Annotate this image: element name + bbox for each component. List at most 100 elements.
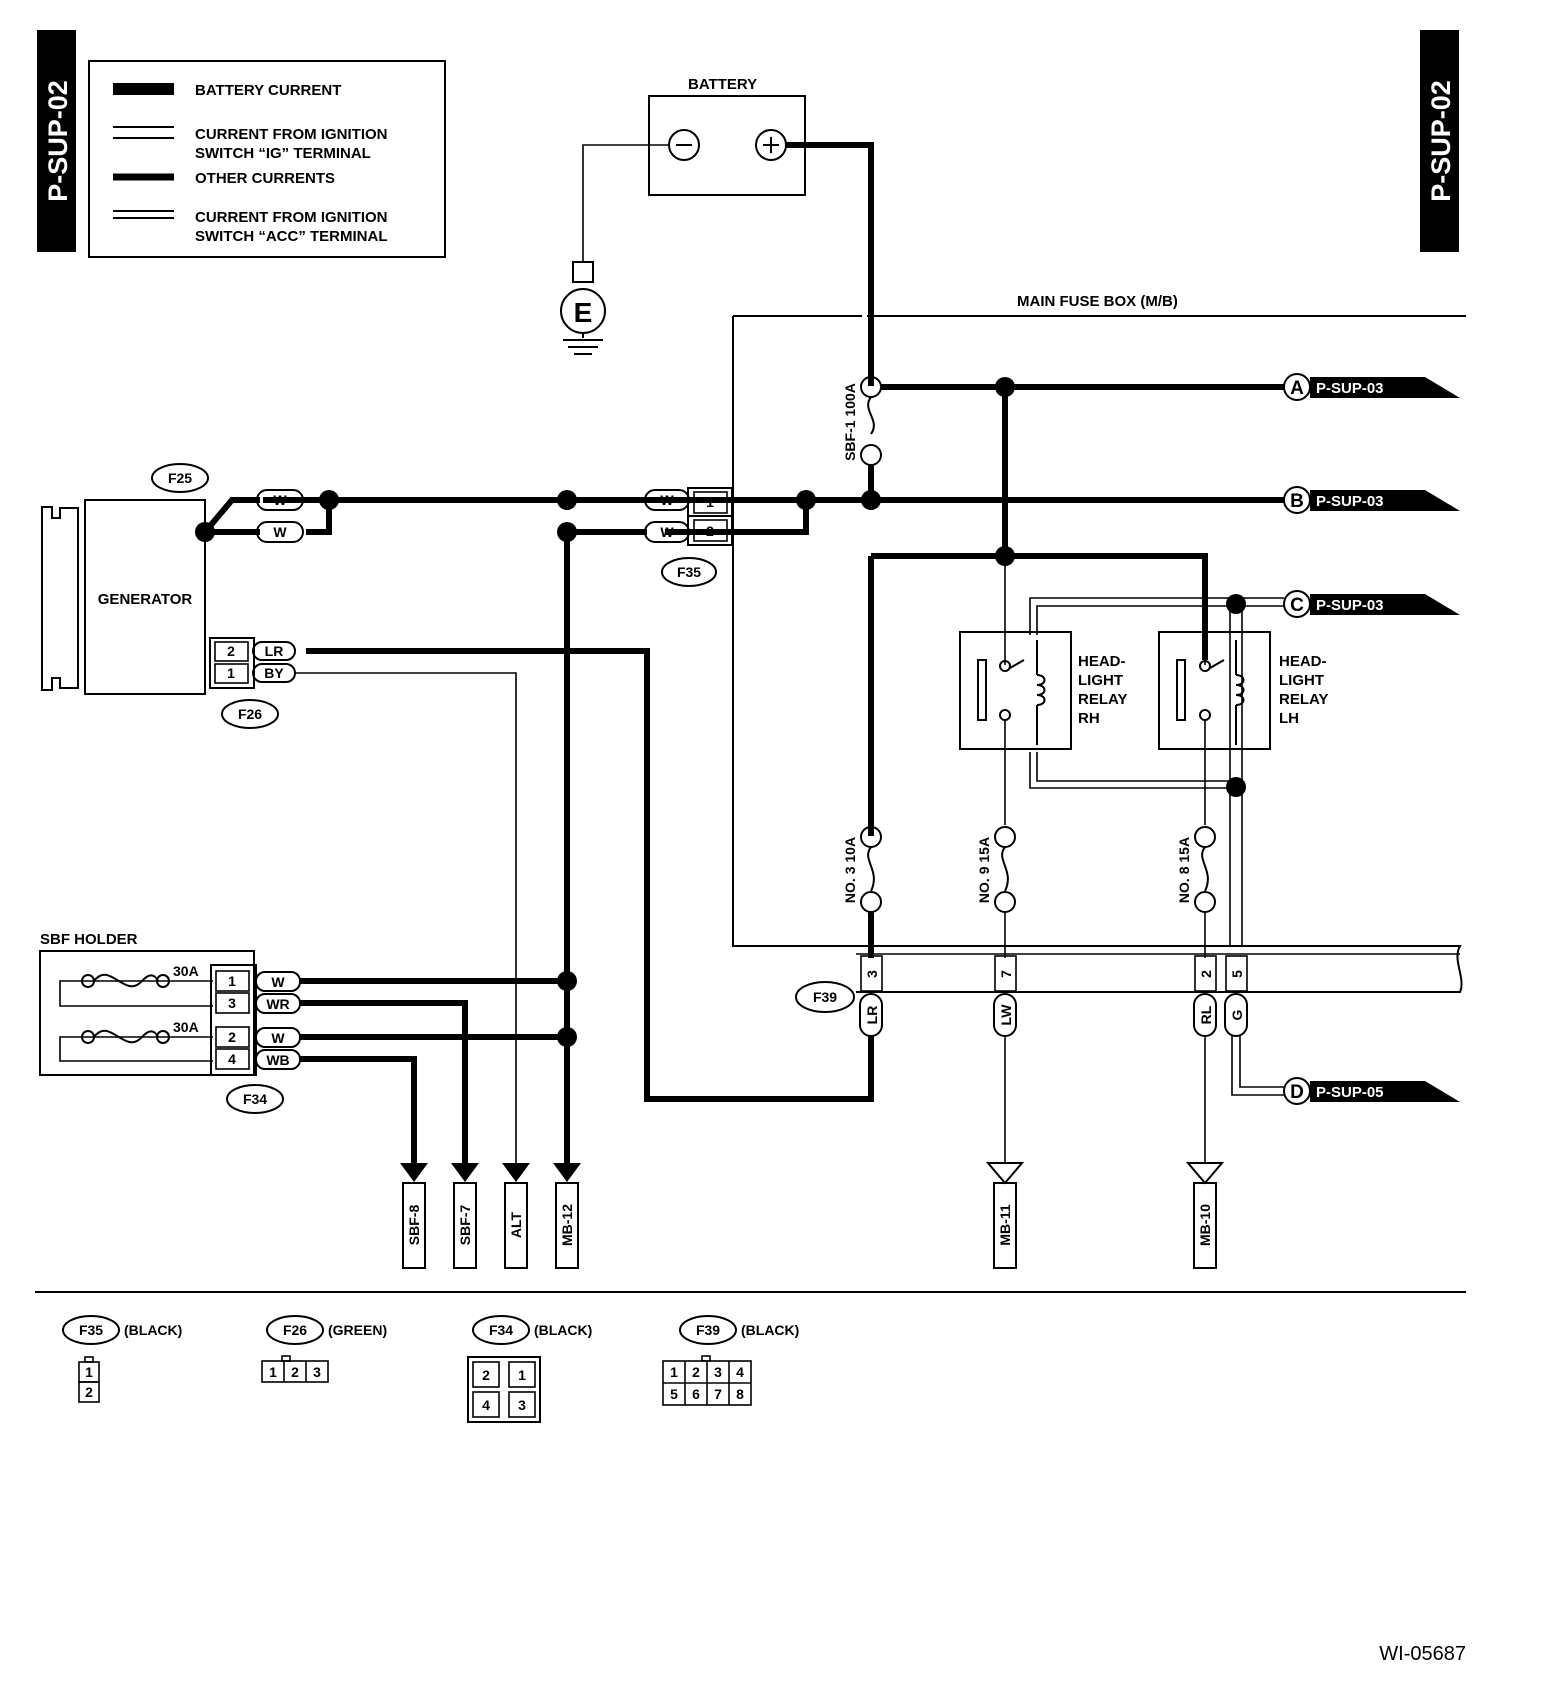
f34-pin-3: 3 xyxy=(228,995,236,1011)
left-side-tab: P-SUP-02 xyxy=(37,30,76,252)
relay-lh-line4: LH xyxy=(1279,710,1299,727)
terminal-mb10-label: MB-10 xyxy=(1197,1204,1213,1246)
sbf-holder-label: SBF HOLDER xyxy=(40,931,138,948)
cv-f39-pin: 6 xyxy=(692,1386,700,1402)
legend: BATTERY CURRENT CURRENT FROM IGNITION SW… xyxy=(88,60,446,258)
document-id: WI-05687 xyxy=(1379,1643,1466,1665)
legend-acc-line1: CURRENT FROM IGNITION xyxy=(195,209,388,226)
fuse-no8: NO. 8 15A xyxy=(1176,826,1216,913)
f34-w1-text: W xyxy=(271,974,285,990)
battery: BATTERY xyxy=(648,76,806,196)
f39-label: F39 xyxy=(813,989,837,1005)
cv-f34-pin: 2 xyxy=(482,1367,490,1383)
f35-pin-2: 2 xyxy=(706,523,714,539)
f39-pin-5: 5 xyxy=(1229,970,1245,978)
f39-rl-text: RL xyxy=(1198,1005,1214,1024)
f34-pin-4: 4 xyxy=(228,1051,236,1067)
main-fuse-box: MAIN FUSE BOX (M/B) xyxy=(732,293,1466,947)
connector-f34: 1 3 2 4 W WR W WB F34 xyxy=(210,964,301,1114)
f26-pin-2: 2 xyxy=(227,643,235,659)
tag-a-letter: A xyxy=(1290,378,1304,399)
f35-w2-text: W xyxy=(660,524,674,540)
wire-pill-gen-w2: W xyxy=(256,521,304,543)
f34-pin-1: 1 xyxy=(228,973,236,989)
f26-label: F26 xyxy=(238,706,262,722)
cv-f39-pin: 4 xyxy=(736,1364,744,1380)
f39-pin-7: 7 xyxy=(998,970,1014,978)
terminal-sbf8: SBF-8 xyxy=(402,1182,426,1269)
right-tab-text: P-SUP-02 xyxy=(1426,80,1456,202)
connector-f35: 1 2 W W F35 xyxy=(644,487,733,587)
terminal-alt: ALT xyxy=(504,1182,528,1269)
cv-f39-pin: 3 xyxy=(714,1364,722,1380)
cv-f34-pin: 4 xyxy=(482,1397,490,1413)
f39-pin-2: 2 xyxy=(1198,970,1214,978)
cv-f39-pin: 8 xyxy=(736,1386,744,1402)
connector-view-f35: F35 (BLACK) 1 2 xyxy=(62,1315,182,1403)
cv-f39-id: F39 xyxy=(696,1322,720,1338)
f35-label: F35 xyxy=(677,564,701,580)
tag-a-ref: P-SUP-03 xyxy=(1316,380,1384,397)
f25-label: F25 xyxy=(168,470,192,486)
tag-b-letter: B xyxy=(1290,491,1304,512)
tag-d-letter: D xyxy=(1290,1082,1304,1103)
f35-pin-1: 1 xyxy=(706,494,714,510)
f34-pin-2: 2 xyxy=(228,1029,236,1045)
fuse-no3: NO. 3 10A xyxy=(842,826,882,913)
left-tab-text: P-SUP-02 xyxy=(43,80,73,202)
fuse-no9: NO. 9 15A xyxy=(976,826,1016,913)
legend-battery-current: BATTERY CURRENT xyxy=(195,82,341,99)
cv-f34-id: F34 xyxy=(489,1322,513,1338)
cv-f34-pin: 3 xyxy=(518,1397,526,1413)
relay-lh-line1: HEAD- xyxy=(1279,653,1327,670)
ground-symbol: E xyxy=(560,144,669,355)
f39-lw-text: LW xyxy=(998,1004,1014,1026)
terminal-alt-label: ALT xyxy=(508,1211,524,1238)
terminal-sbf7-label: SBF-7 xyxy=(457,1205,473,1246)
legend-ig-line2: SWITCH “IG” TERMINAL xyxy=(195,145,371,162)
terminal-mb10: MB-10 xyxy=(1193,1182,1217,1269)
relay-rh-line2: LIGHT xyxy=(1078,672,1123,689)
relay-rh-line3: RELAY xyxy=(1078,691,1127,708)
cv-f39-pin: 5 xyxy=(670,1386,678,1402)
connector-f25: F25 xyxy=(151,463,209,493)
f35-w1-text: W xyxy=(660,492,674,508)
terminal-mb12: MB-12 xyxy=(555,1182,579,1269)
main-fuse-box-label: MAIN FUSE BOX (M/B) xyxy=(1017,293,1178,310)
f39-pin-3: 3 xyxy=(864,970,880,978)
cv-f26-pin: 2 xyxy=(291,1364,299,1380)
output-tag-b: B P-SUP-03 xyxy=(1283,486,1460,514)
connector-f26: 2 1 LR BY F26 xyxy=(209,637,296,729)
headlight-relay-lh: HEAD- LIGHT RELAY LH xyxy=(1158,631,1328,750)
terminal-mb11: MB-11 xyxy=(993,1182,1017,1269)
relay-lh-line3: RELAY xyxy=(1279,691,1328,708)
terminal-mb12-label: MB-12 xyxy=(559,1204,575,1246)
generator: GENERATOR xyxy=(41,499,206,695)
tag-c-letter: C xyxy=(1290,595,1304,616)
cv-f34-color: (BLACK) xyxy=(534,1322,592,1338)
gen-w1-text: W xyxy=(273,492,287,508)
cv-f26-id: F26 xyxy=(283,1322,307,1338)
f34-wb-text: WB xyxy=(266,1052,289,1068)
output-tag-d: D P-SUP-05 xyxy=(1283,1077,1460,1105)
legend-ig-line1: CURRENT FROM IGNITION xyxy=(195,126,388,143)
f26-by-text: BY xyxy=(264,665,284,681)
terminal-sbf8-label: SBF-8 xyxy=(406,1205,422,1246)
connector-view-f26: F26 (GREEN) 1 2 3 xyxy=(261,1315,387,1383)
f39-g-text: G xyxy=(1229,1009,1245,1020)
relay-lh-line2: LIGHT xyxy=(1279,672,1324,689)
tag-b-ref: P-SUP-03 xyxy=(1316,493,1384,510)
f34-label: F34 xyxy=(243,1091,267,1107)
f34-w2-text: W xyxy=(271,1030,285,1046)
cv-f34-pin: 1 xyxy=(518,1367,526,1383)
cv-f26-pin: 1 xyxy=(269,1364,277,1380)
sbf-fuse1-label: 30A xyxy=(173,963,199,979)
fuse-no8-label: NO. 8 15A xyxy=(1176,837,1192,903)
output-tag-a: A P-SUP-03 xyxy=(1283,373,1460,401)
f34-wr-text: WR xyxy=(266,996,289,1012)
sbf-fuse2-label: 30A xyxy=(173,1019,199,1035)
cv-f39-pin: 7 xyxy=(714,1386,722,1402)
connector-view-f34: F34 (BLACK) 2 1 4 3 xyxy=(467,1315,592,1423)
f26-pin-1: 1 xyxy=(227,665,235,681)
